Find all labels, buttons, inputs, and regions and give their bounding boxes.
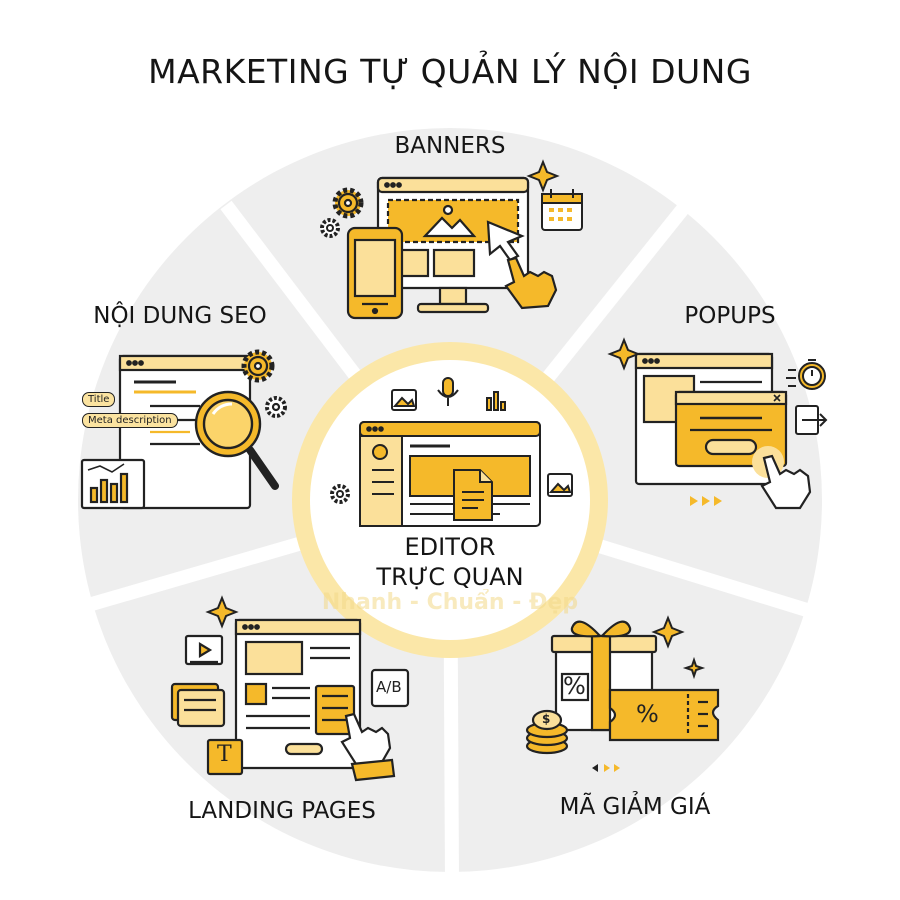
seo-gear-icon	[241, 349, 287, 418]
ab-box	[370, 668, 410, 708]
document-icon	[453, 469, 493, 521]
ticket-percent-icon: %	[636, 700, 659, 728]
segment-label-banners: BANNERS	[394, 133, 506, 159]
seo-title-tag: Title	[82, 392, 116, 407]
sparkle-icon	[526, 159, 560, 193]
phone-icon	[346, 226, 404, 320]
ticket-icon	[608, 688, 720, 742]
image-right-icon	[547, 473, 573, 497]
text-tool-icon: T	[217, 742, 232, 767]
video-block-icon	[184, 634, 224, 666]
watermark: Nhanh - Chuẩn - Đẹp	[321, 590, 579, 615]
coin-dollar-icon: $	[542, 712, 551, 726]
bar-chart-icon	[80, 458, 146, 510]
editor-window-icon	[359, 421, 541, 527]
ab-test-label: A/B	[376, 678, 402, 696]
seo-meta-tag: Meta description	[82, 413, 178, 428]
stopwatch-icon	[786, 359, 826, 390]
coin-stack-icon	[525, 709, 569, 755]
card-stack-icon	[170, 682, 226, 728]
hand-pointer-icon	[504, 256, 558, 310]
segment-label-landing-pages: LANDING PAGES	[188, 798, 376, 824]
center-label-line2: TRỰC QUAN	[376, 563, 524, 591]
popup-sparkle-icon	[607, 337, 641, 371]
coupon-arrows-icon	[592, 764, 620, 772]
popup-hand-icon	[752, 446, 812, 510]
page-title: MARKETING TỰ QUẢN LÝ NỘI DUNG	[148, 52, 752, 91]
image-small-icon	[391, 389, 417, 411]
magnifier-icon	[194, 390, 279, 490]
gear-small-banner-icon	[320, 218, 340, 238]
gift-percent-icon: %	[563, 672, 586, 700]
coupon-sparkle-icon	[651, 615, 706, 680]
microphone-icon	[437, 377, 459, 406]
exit-icon	[795, 405, 828, 435]
center-label: EDITOR TRỰC QUAN	[330, 532, 570, 592]
banner-monitor-icon	[376, 176, 530, 314]
segment-label-coupons: MÃ GIẢM GIÁ	[559, 794, 711, 820]
bar-small-icon	[486, 391, 506, 411]
content-blocks-icon	[314, 684, 356, 736]
calendar-icon	[541, 189, 583, 231]
landing-sparkle-icon	[205, 595, 239, 629]
play-arrows-icon	[690, 496, 722, 506]
text-tool-box	[206, 738, 244, 776]
landing-hand-icon	[340, 712, 396, 782]
gear-large-icon	[332, 187, 364, 219]
center-label-line1: EDITOR	[404, 533, 496, 561]
popup-dialog-icon	[674, 390, 788, 468]
segment-label-popups: POPUPS	[684, 303, 776, 329]
gear-small-icon	[330, 484, 350, 504]
segment-label-seo: NỘI DUNG SEO	[93, 303, 267, 329]
